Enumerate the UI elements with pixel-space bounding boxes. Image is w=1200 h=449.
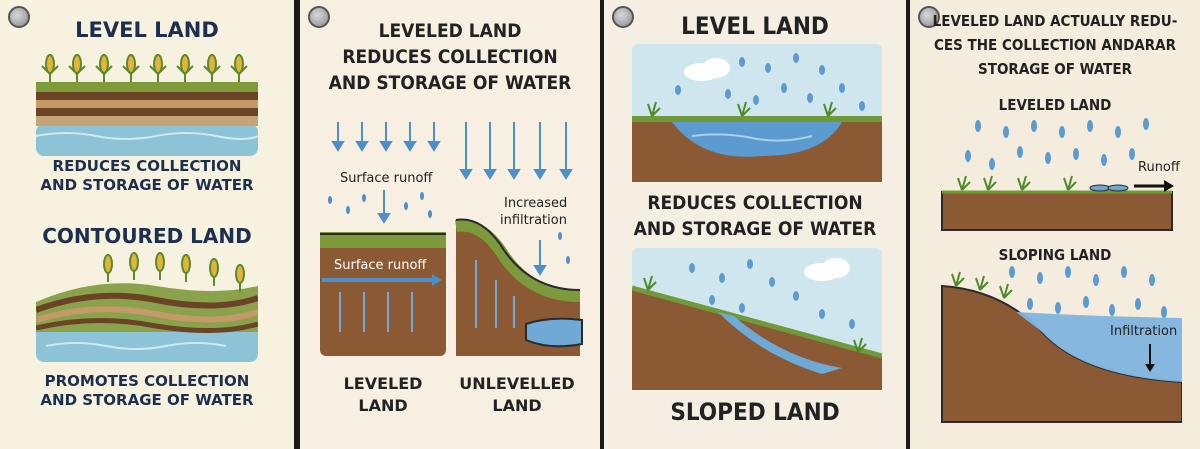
panel1-bottom-caption-line1: PROMOTES COLLECTION	[44, 372, 250, 390]
pushpin-icon	[308, 6, 330, 28]
panel1-bottom-caption-line2: AND STORAGE OF WATER	[40, 391, 254, 409]
caption-unlevelled: UNLEVELLED	[459, 374, 575, 393]
sloped-land-scene	[632, 248, 882, 390]
pushpin-icon	[8, 6, 30, 28]
caption-unlevelled-land: LAND	[492, 396, 542, 415]
caption-leveled: LEVELED	[343, 374, 423, 393]
corn-plants-contour	[103, 252, 245, 292]
rain-drops	[328, 192, 570, 264]
label-infiltration-p4: Infiltration	[1110, 324, 1178, 339]
label-surface-runoff-inside: Surface runoff	[334, 258, 427, 273]
sloping-land-scene	[941, 266, 1182, 423]
panel1-mid-title: CONTOURED LAND	[42, 224, 252, 248]
panel4-sub-sloping: SLOPING LAND	[998, 246, 1112, 264]
label-increased: Increased	[504, 196, 568, 211]
corn-plants	[41, 54, 248, 82]
panel1-top-caption-line2: AND STORAGE OF WATER	[40, 176, 254, 194]
pushpin-icon	[918, 6, 940, 28]
label-runoff: Runoff	[1138, 160, 1180, 175]
panel1-top-title: LEVEL LAND	[75, 18, 219, 42]
pushpin-icon	[612, 6, 634, 28]
leveled-land-scene	[941, 118, 1174, 231]
contoured-land-illustration	[36, 252, 258, 362]
panel4-title-line1: LEVELED LAND ACTUALLY REDU-	[932, 12, 1178, 30]
panel3-mid-line1: REDUCES COLLECTION	[647, 192, 863, 214]
panel-leveled-vs-sloping: LEVELED LAND ACTUALLY REDU- CES THE COLL…	[910, 0, 1200, 449]
label-surface-runoff-top: Surface runoff	[340, 171, 433, 186]
panel3-mid-line2: AND STORAGE OF WATER	[633, 218, 877, 240]
panel-leveled-vs-unlevelled: LEVELED LAND REDUCES COLLECTION AND STOR…	[300, 0, 600, 449]
panel3-bottom: SLOPED LAND	[670, 398, 840, 426]
panel2-title-line3: AND STORAGE OF WATER	[328, 72, 572, 94]
panel3-title: LEVEL LAND	[681, 12, 829, 40]
panel2-title-line1: LEVELED LAND	[378, 20, 522, 42]
level-land-illustration	[36, 54, 258, 156]
level-land-scene	[632, 44, 882, 182]
label-infiltration: infiltration	[500, 213, 567, 228]
panel4-sub-leveled: LEVELED LAND	[998, 96, 1112, 114]
panel4-title-line3: STORAGE OF WATER	[978, 60, 1132, 78]
panel-level-vs-contoured: LEVEL LAND REDUCES COLLECTION AND STORAG…	[0, 0, 296, 449]
panel4-title-line2: CES THE COLLECTION ANDARAR	[934, 36, 1176, 54]
panel1-top-caption-line1: REDUCES COLLECTION	[52, 157, 242, 175]
panel2-title-line2: REDUCES COLLECTION	[342, 46, 558, 68]
leveled-vs-unlevelled-illustration	[320, 122, 583, 356]
panel-level-vs-sloped: LEVEL LAND REDUCES COLLECTION AND STORAG…	[604, 0, 906, 449]
caption-leveled-land: LAND	[358, 396, 408, 415]
